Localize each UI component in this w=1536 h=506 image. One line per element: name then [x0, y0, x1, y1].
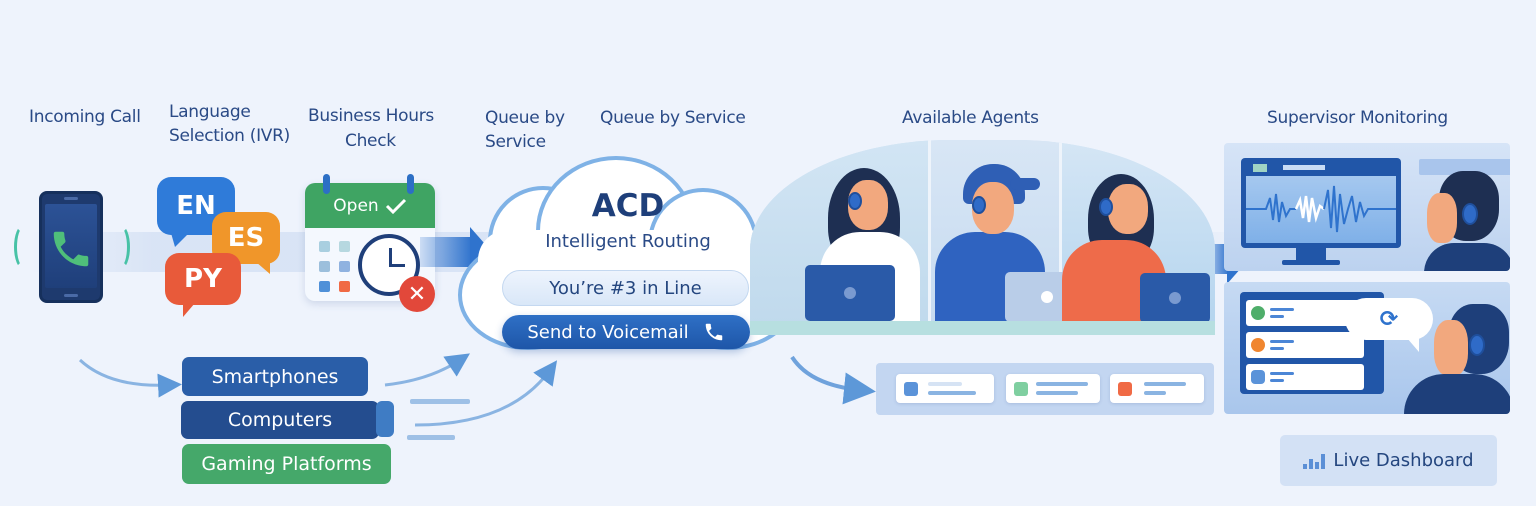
calendar-ring: [407, 174, 414, 194]
stage-incoming-call: Incoming Call: [29, 107, 141, 127]
ring-wave-left-icon: [14, 225, 32, 269]
voicemail-label: Send to Voicemail: [527, 321, 689, 343]
queue-card-3: [1110, 374, 1204, 403]
stage-available-agents: Available Agents: [902, 108, 1039, 128]
stage-business-hours-line2: Check: [345, 131, 396, 151]
stage-language-line2: Selection (IVR): [169, 126, 290, 146]
stage-queue-a-line1: Queue by: [485, 108, 565, 128]
smartphone-icon: [39, 191, 103, 303]
bar-chart-icon: [1303, 453, 1326, 469]
chat-bubble-icon: ⟳: [1345, 298, 1433, 352]
supervisor-audio-panel: [1224, 143, 1510, 271]
available-agents-panel: [750, 140, 1215, 335]
queue-flow-arrow: [790, 355, 876, 405]
stage-queue-a-line2: Service: [485, 132, 546, 152]
stage-business-hours-line1: Business Hours: [308, 106, 434, 126]
device-flow-arrows: [78, 353, 558, 440]
closed-x-icon: ✕: [399, 276, 435, 312]
laptop-1: [805, 265, 895, 321]
open-status-label: Open: [333, 195, 379, 216]
device-gaming-platforms: Gaming Platforms: [182, 444, 391, 484]
phone-handset-icon: [53, 231, 89, 267]
check-icon: [385, 198, 406, 214]
stage-queue-b: Queue by Service: [600, 108, 746, 128]
stage-language-line1: Language: [169, 102, 251, 122]
ring-wave-right-icon: [112, 225, 130, 269]
headset-icon: [1462, 203, 1478, 225]
stage-supervisor-monitoring: Supervisor Monitoring: [1267, 108, 1448, 128]
queue-card-2: [1006, 374, 1100, 403]
live-dashboard-label: Live Dashboard: [1333, 450, 1474, 471]
phone-icon: [705, 323, 722, 341]
queue-card-1: [896, 374, 994, 403]
queue-strip: [876, 363, 1214, 415]
headset-icon: [1469, 334, 1485, 356]
audio-waveform-icon: [1246, 185, 1396, 233]
language-bubble-py: PY: [165, 253, 241, 317]
live-dashboard-button[interactable]: Live Dashboard: [1280, 435, 1497, 486]
monitor-icon: [1241, 158, 1401, 248]
language-bubble-en: EN: [157, 177, 235, 247]
dashboard-monitor-icon: [1240, 292, 1384, 394]
device-connector: [376, 401, 394, 437]
queue-position-pill: You’re #3 in Line: [502, 270, 749, 306]
device-computers: Computers: [181, 401, 379, 439]
laptop-3: [1140, 273, 1210, 323]
acd-subtitle: Intelligent Routing: [545, 231, 711, 252]
acd-title: ACD: [591, 188, 665, 224]
send-to-voicemail-button[interactable]: Send to Voicemail: [502, 315, 750, 349]
device-smartphones: Smartphones: [182, 357, 368, 396]
calendar-ring: [323, 174, 330, 194]
